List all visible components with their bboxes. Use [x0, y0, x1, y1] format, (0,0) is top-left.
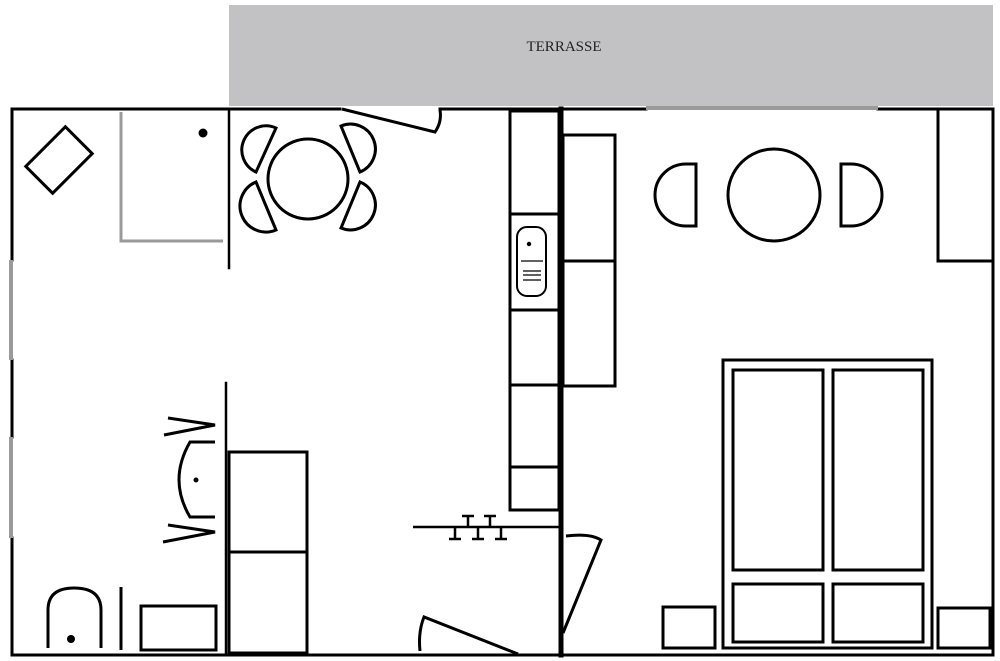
kitchen-sink [516, 226, 547, 297]
chair [339, 122, 377, 174]
refrigerator-lower [227, 550, 309, 655]
door-terrace [341, 107, 442, 134]
toilet-drain-icon [67, 635, 75, 643]
chair [839, 162, 884, 228]
chair [653, 162, 698, 228]
double-bed [721, 358, 934, 650]
outer-walls [9, 106, 995, 657]
sink-drain-icon [526, 241, 532, 247]
sink-drainboard [521, 260, 543, 281]
counter-dividers [510, 212, 559, 469]
shower-screen [119, 112, 223, 243]
mattress-right [831, 368, 925, 572]
nightstand-right [936, 606, 992, 650]
door-right-room [561, 533, 603, 634]
washbasin-drain-icon [193, 477, 199, 483]
door-bathroom [418, 615, 519, 656]
washbasin-bottom-bracket [162, 523, 216, 544]
chair [339, 180, 377, 232]
dining-set-left [238, 122, 377, 234]
nightstand-left [661, 605, 717, 650]
bath-cabinet [139, 604, 218, 652]
bed-frame [721, 358, 934, 650]
refrigerator-upper [227, 450, 309, 554]
dining-table [726, 147, 822, 243]
coat-hooks [449, 514, 507, 541]
terrace-label: TERRASSE [526, 39, 601, 55]
terrace: TERRASSE [229, 5, 993, 106]
bed-drawer-left [731, 582, 825, 644]
shower-drain-icon [198, 128, 208, 138]
washbasin [177, 440, 215, 519]
dining-set-right [653, 147, 884, 243]
mattress-left [731, 368, 825, 572]
chair [238, 180, 278, 234]
chair [240, 124, 278, 174]
kitchen-counter [508, 109, 561, 512]
terrace-area [229, 5, 993, 106]
counter-right-upper [561, 133, 617, 263]
washbasin-top-bracket [163, 416, 216, 437]
counter-right-lower [561, 259, 617, 388]
dining-table [266, 137, 350, 221]
desk [23, 124, 95, 196]
bed-drawer-right [831, 582, 925, 644]
wardrobe [936, 107, 995, 263]
coat-rack [413, 514, 560, 541]
toilet [46, 586, 103, 648]
